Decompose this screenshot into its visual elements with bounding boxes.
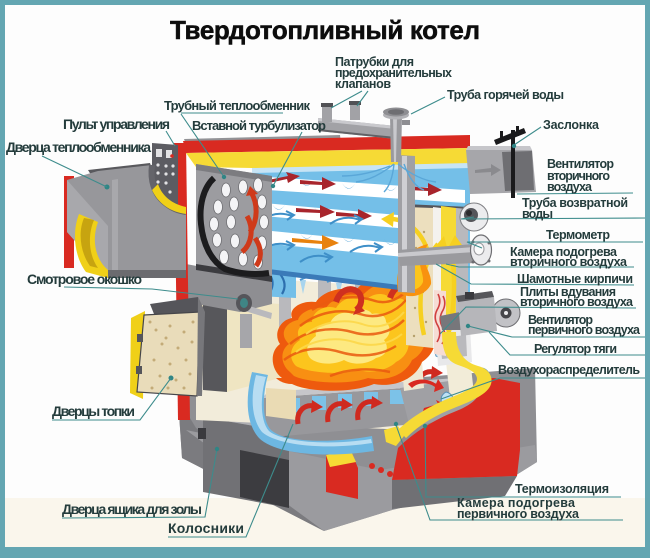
svg-text:Твердотопливный котел: Твердотопливный котел (170, 15, 480, 45)
svg-text:Плиты вдувания: Плиты вдувания (520, 285, 616, 299)
svg-text:Дверцы топки: Дверцы топки (52, 403, 135, 419)
svg-text:клапанов: клапанов (335, 77, 391, 91)
svg-text:вторичного: вторичного (547, 169, 610, 183)
svg-text:Колосники: Колосники (168, 520, 244, 536)
svg-text:Труба возвратной: Труба возвратной (522, 196, 628, 210)
svg-text:первичного воздуха: первичного воздуха (457, 507, 580, 521)
svg-text:первичного воздуха: первичного воздуха (528, 323, 641, 337)
svg-text:Вставной турбулизатор: Вставной турбулизатор (192, 118, 326, 133)
svg-text:Дверца теплообменника: Дверца теплообменника (6, 139, 151, 155)
svg-text:Вентилятор: Вентилятор (528, 313, 593, 327)
svg-text:Регулятор тяги: Регулятор тяги (534, 342, 617, 356)
svg-text:Патрубки для: Патрубки для (335, 55, 414, 69)
svg-text:Вентилятор: Вентилятор (547, 157, 614, 171)
svg-text:Дверца ящика для золы: Дверца ящика для золы (62, 501, 202, 517)
svg-text:Термоизоляция: Термоизоляция (515, 482, 609, 496)
svg-text:Пульт управления: Пульт управления (63, 116, 170, 132)
svg-text:предохранительных: предохранительных (335, 66, 452, 80)
svg-text:Труба горячей воды: Труба горячей воды (447, 88, 564, 102)
svg-text:Шамотные кирпичи: Шамотные кирпичи (517, 272, 633, 286)
svg-text:воздуха: воздуха (547, 180, 593, 194)
svg-text:вторичного воздуха: вторичного воздуха (510, 255, 628, 269)
svg-text:Смотровое окошко: Смотровое окошко (27, 271, 142, 287)
svg-text:Заслонка: Заслонка (543, 118, 600, 132)
svg-text:Камера подогрева: Камера подогрева (510, 245, 618, 259)
svg-text:Воздухораспределитель: Воздухораспределитель (498, 363, 640, 377)
svg-text:вторичного воздуха: вторичного воздуха (520, 295, 634, 309)
svg-text:Камера подогрева: Камера подогрева (457, 496, 576, 510)
svg-text:Трубный теплообменник: Трубный теплообменник (164, 98, 310, 113)
svg-text:Термометр: Термометр (546, 228, 610, 242)
svg-text:воды: воды (522, 207, 553, 221)
